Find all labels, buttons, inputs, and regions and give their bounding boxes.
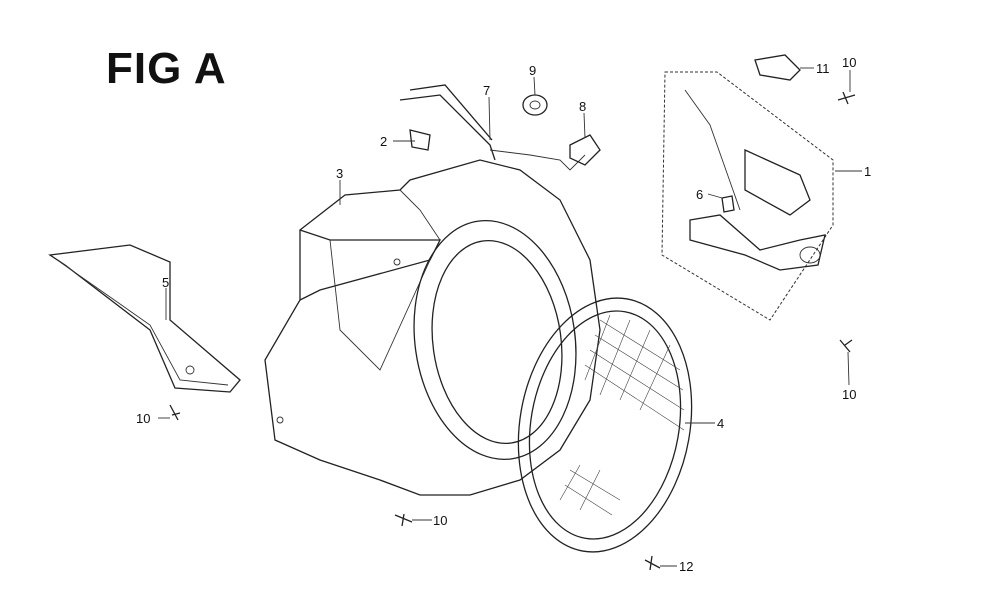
callout-7: 7 xyxy=(483,83,490,98)
screen-part xyxy=(517,297,693,553)
callout-4: 4 xyxy=(717,416,724,431)
control-box-assembly xyxy=(661,54,834,321)
fan-shroud-part xyxy=(264,159,601,496)
callout-10-left: 10 xyxy=(136,411,150,426)
callout-8: 8 xyxy=(579,99,586,114)
callout-5: 5 xyxy=(162,275,169,290)
callout-11: 11 xyxy=(816,61,830,76)
callout-2: 2 xyxy=(380,134,387,149)
callout-12: 12 xyxy=(679,559,693,574)
bolt-parts xyxy=(169,91,856,571)
air-guide-part xyxy=(48,244,241,393)
callout-1: 1 xyxy=(864,164,871,179)
leader-lines xyxy=(158,67,862,567)
callout-6: 6 xyxy=(696,187,703,202)
figure-title: FIG A xyxy=(106,44,227,93)
wire-harness-part xyxy=(399,84,601,171)
callout-10-bottom: 10 xyxy=(433,513,447,528)
callout-10-top: 10 xyxy=(842,55,856,70)
callout-3: 3 xyxy=(336,166,343,181)
callout-10-right: 10 xyxy=(842,387,856,402)
callout-9: 9 xyxy=(529,63,536,78)
